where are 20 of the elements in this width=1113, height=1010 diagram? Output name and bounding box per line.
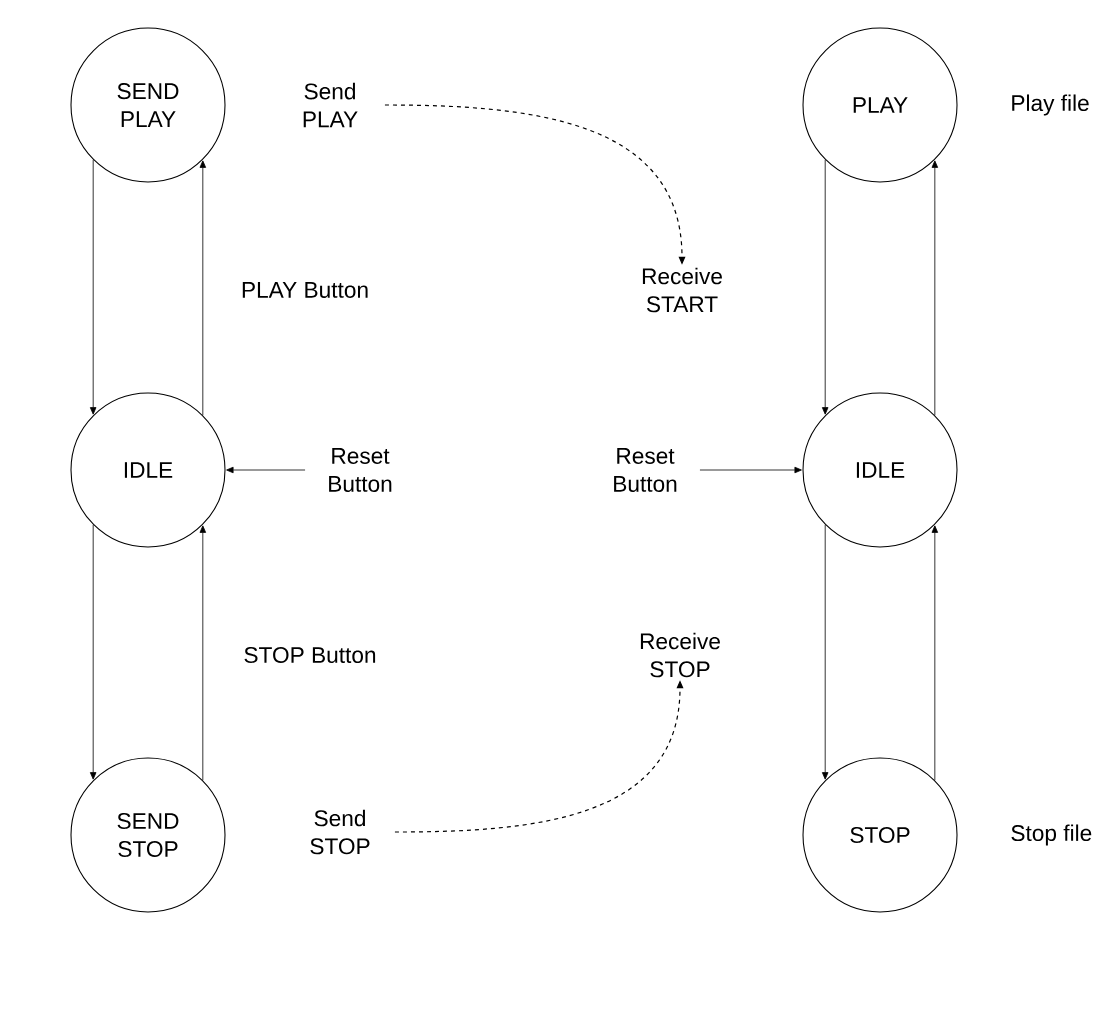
arrow bbox=[89, 159, 97, 415]
event-text: Send STOP bbox=[310, 809, 370, 855]
arrow bbox=[821, 524, 829, 780]
event-text: Reset Button bbox=[329, 448, 392, 492]
arrow bbox=[931, 525, 939, 781]
event-text: Send PLAY bbox=[303, 82, 358, 128]
arrow bbox=[89, 524, 97, 780]
arrow bbox=[199, 525, 207, 781]
event-text: Reset Button bbox=[614, 448, 677, 492]
edge-label: STOP Button bbox=[240, 644, 380, 666]
arrow bbox=[931, 160, 939, 416]
arrow bbox=[226, 466, 306, 474]
event-text: Receive START bbox=[642, 267, 722, 313]
annotation-text: Play file bbox=[1012, 94, 1089, 116]
event-text: Receive STOP bbox=[640, 632, 720, 678]
arrow bbox=[699, 466, 802, 474]
arrow bbox=[199, 160, 207, 416]
arrow bbox=[821, 159, 829, 415]
annotation-text: Stop file bbox=[1011, 824, 1092, 846]
edge-label: PLAY Button bbox=[238, 279, 372, 301]
